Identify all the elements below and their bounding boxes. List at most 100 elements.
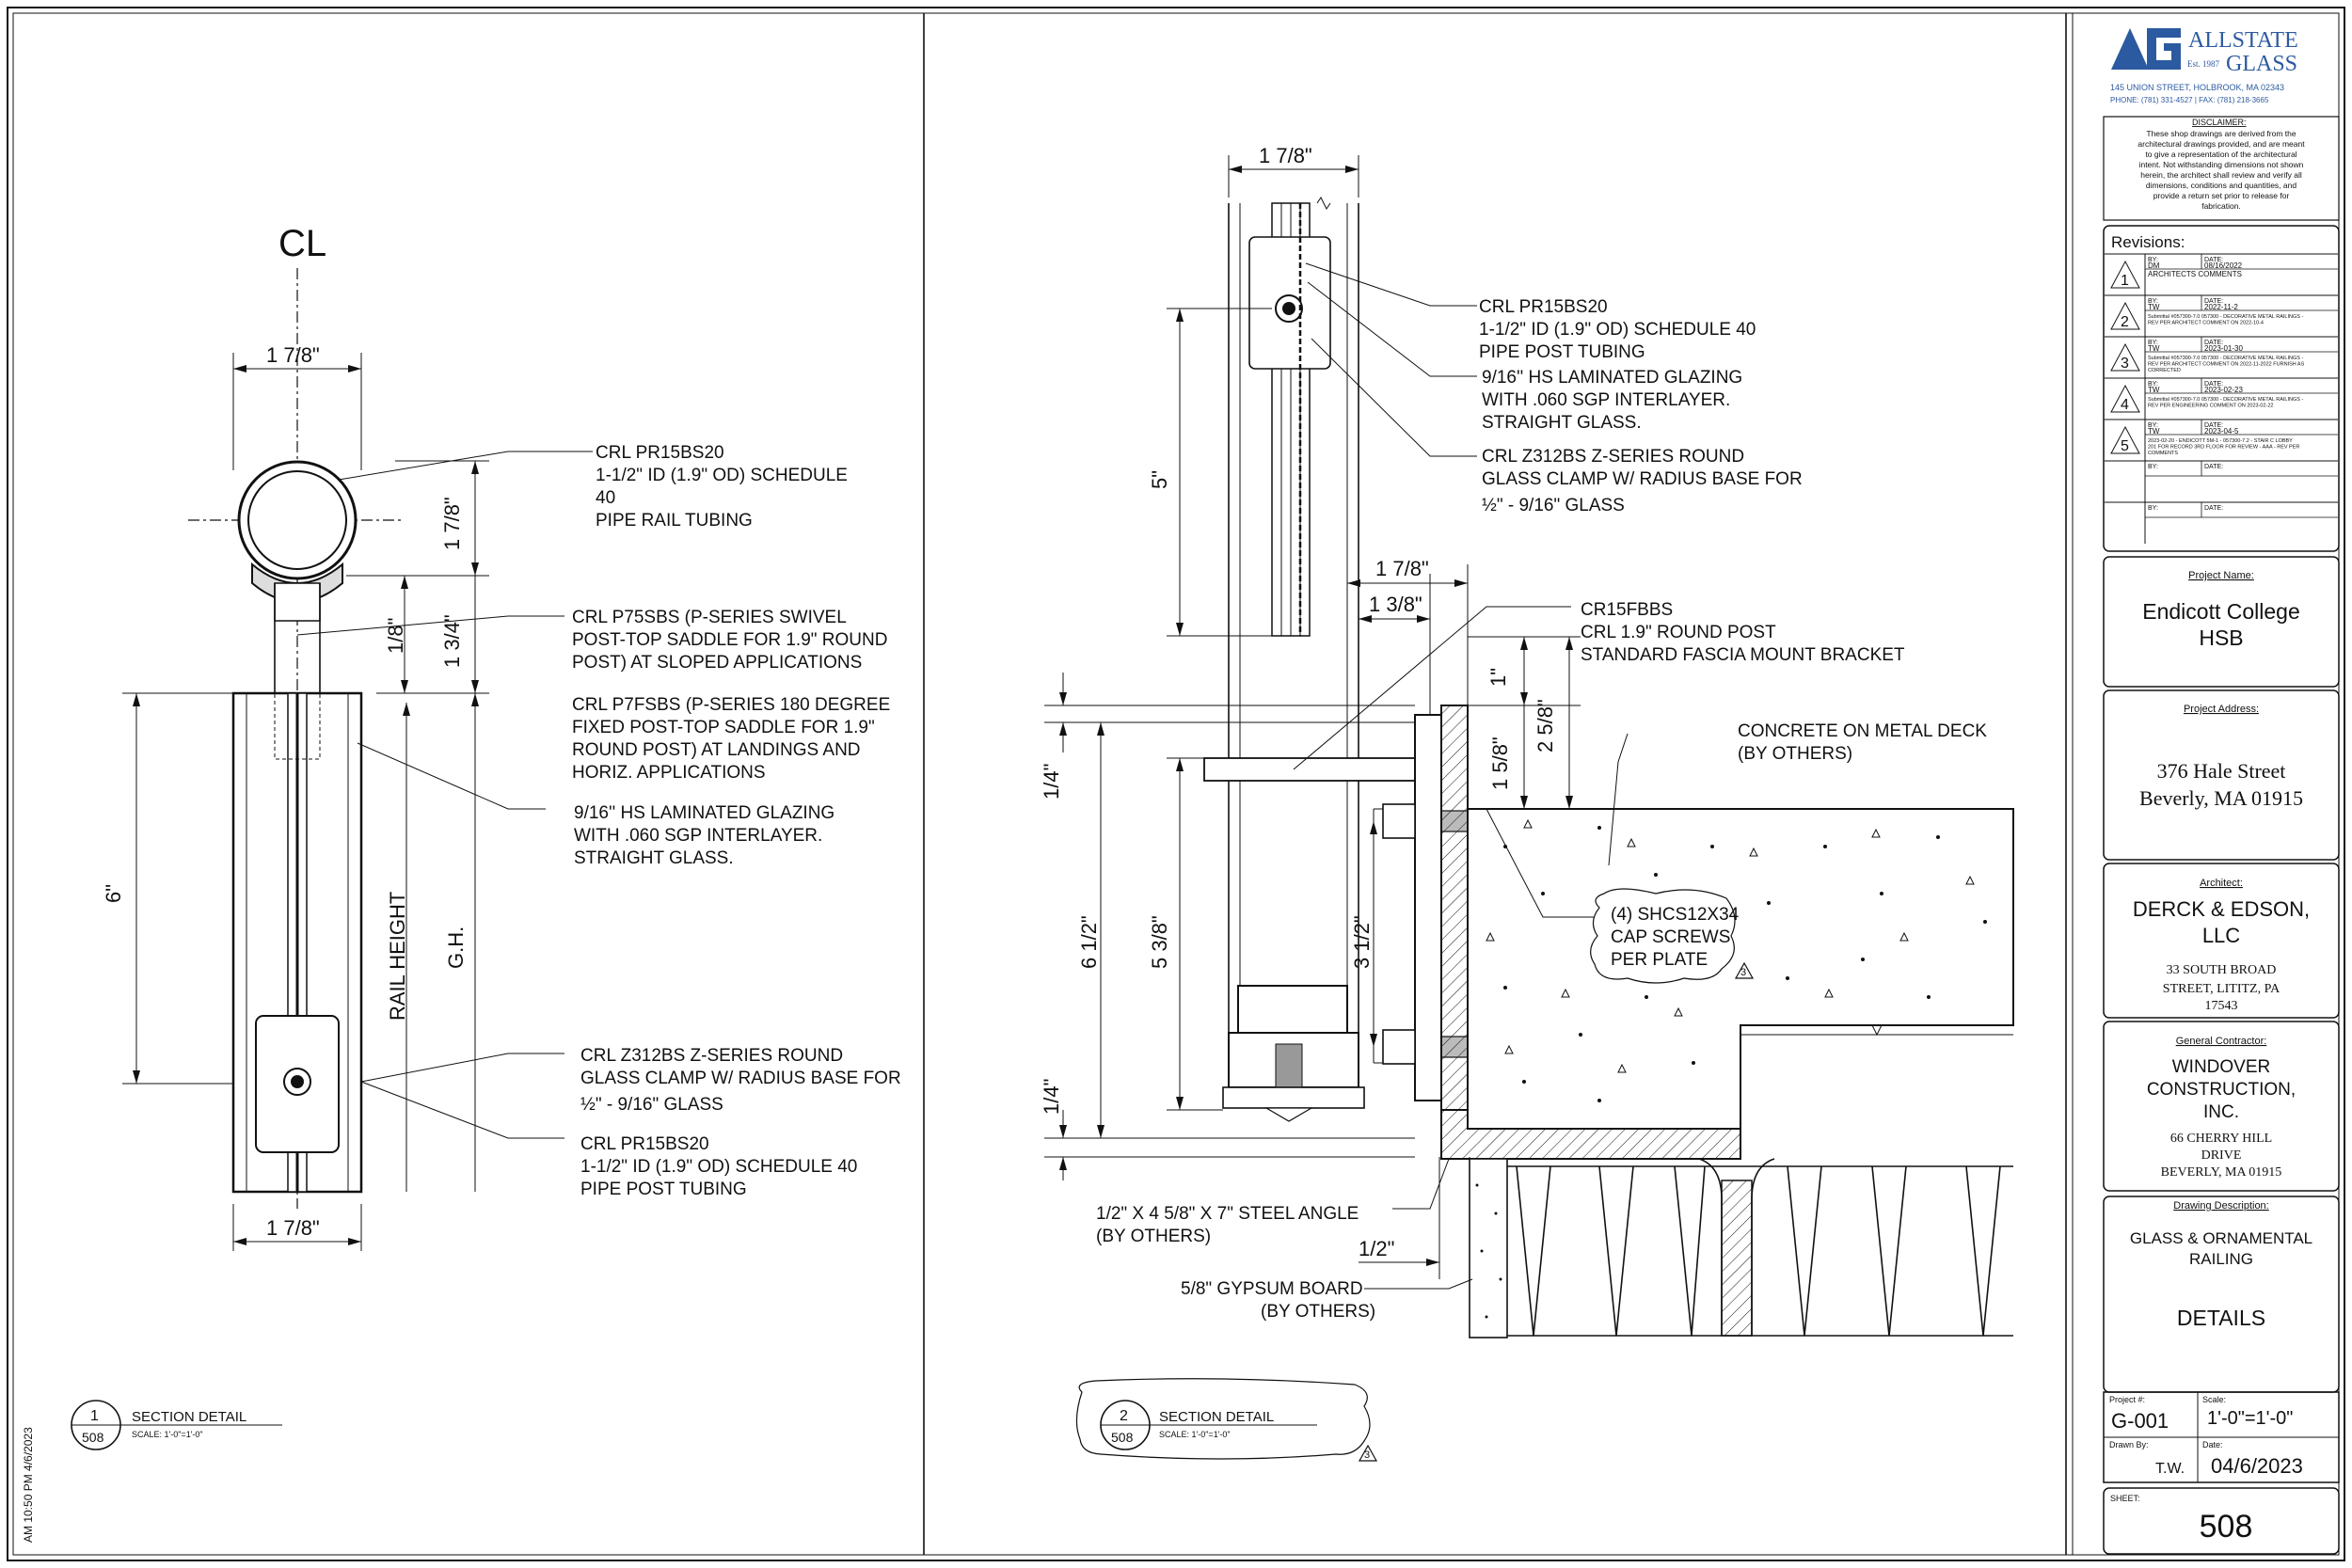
disclaimer-box <box>2103 116 2340 221</box>
d2-dim-6-1-2: 6 1/2" <box>1077 915 1101 969</box>
d1-note-glass-clamp: CRL Z312BS Z-SERIES ROUND GLASS CLAMP W/… <box>580 1046 906 1115</box>
revision-by-label: BY: <box>2148 381 2158 388</box>
svg-text:These shop drawings are derive: These shop drawings are derived from the <box>2146 129 2296 138</box>
revision-by: TW <box>2148 386 2160 394</box>
d2-dim-2-5-8: 2 5/8" <box>1534 699 1557 752</box>
revision-date-label: DATE: <box>2204 505 2223 512</box>
sheet-box <box>2103 1487 2340 1555</box>
contractor-name-2: CONSTRUCTION, <box>2147 1080 2296 1100</box>
revision-note: CORRECTED <box>2148 368 2181 373</box>
detail-1-section: CL 1 7/8" 1 7/8" 1/8" 1 3/4" <box>22 223 906 1543</box>
revision-note: REV PER ARCHITECT COMMENT ON 2022-10-4 <box>2148 321 2264 326</box>
revision-note: Submittal #057300-7.0 057300 - DECORATIV… <box>2148 314 2303 320</box>
d2-dim-1-2: 1/2" <box>1359 1237 1394 1260</box>
detail-2-tag-number: 2 <box>1120 1408 1128 1424</box>
d2-metal-deck <box>1505 1165 2013 1337</box>
revision-number: 3 <box>2121 356 2129 372</box>
plot-stamp: AM 10:50 PM 4/6/2023 <box>22 1427 35 1543</box>
description-2: RAILING <box>2189 1250 2253 1268</box>
drawn-by: T.W. <box>2155 1461 2185 1477</box>
detail-2-scale: SCALE: 1'-0"=1'-0" <box>1159 1430 1231 1439</box>
svg-text:3: 3 <box>1364 1449 1370 1461</box>
d2-dim-1-5-8: 1 5/8" <box>1488 736 1512 790</box>
logo-g-mark <box>2147 28 2181 70</box>
sheet-number: 508 <box>2200 1509 2253 1544</box>
contractor-name-3: INC. <box>2203 1102 2239 1122</box>
d2-bolt-top <box>1382 803 1416 839</box>
dim-6-inch: 6" <box>102 884 125 903</box>
revision-date-label: DATE: <box>2204 381 2223 388</box>
dim-1-8: 1/8" <box>384 618 407 654</box>
architect-addr-1: 33 SOUTH BROAD <box>2167 963 2277 977</box>
description-1: GLASS & ORNAMENTAL <box>2130 1229 2312 1247</box>
d2-dim-1-7-8: 1 7/8" <box>1375 557 1429 580</box>
d2-dim-5-3-8: 5 3/8" <box>1148 915 1171 969</box>
svg-text:fabrication.: fabrication. <box>2201 201 2241 211</box>
svg-text:architectural drawings provide: architectural drawings provided, and are… <box>2137 139 2305 149</box>
architect-label: Architect: <box>2200 878 2243 889</box>
d2-dim-1-4-bot: 1/4" <box>1040 1079 1063 1115</box>
d2-note-post-tubing: CRL PR15BS20 1-1/2" ID (1.9" OD) SCHEDUL… <box>1479 297 1761 362</box>
revision-note: REV PER ARCHITECT COMMENT ON 2022-11-202… <box>2148 362 2305 368</box>
sheet-label: SHEET: <box>2110 1494 2140 1503</box>
company-name-1: ALLSTATE <box>2188 28 2298 53</box>
d1-note-swivel-saddle: CRL P75SBS (P-SERIES SWIVEL POST-TOP SAD… <box>572 608 893 673</box>
scale-value: 1'-0"=1'-0" <box>2207 1408 2293 1429</box>
dim-glass-height: G.H. <box>444 927 468 969</box>
dim-bottom-width: 1 7/8" <box>266 1216 320 1240</box>
architect-name-2: LLC <box>2202 924 2240 947</box>
revision-by: TW <box>2148 303 2160 311</box>
d2-dim-5: 5" <box>1148 470 1171 489</box>
detail-1-tag-number: 1 <box>90 1408 99 1424</box>
svg-text:intent. Not withstanding dimen: intent. Not withstanding dimensions not … <box>2139 160 2304 169</box>
revision-date: 2023-01-30 <box>2204 344 2243 353</box>
d2-steel-angle <box>1440 705 1741 1160</box>
revision-note: Submittal #057300-7.0 057300 - DECORATIV… <box>2148 397 2303 403</box>
project-name-2: HSB <box>2199 626 2243 650</box>
contractor-addr-3: BEVERLY, MA 01915 <box>2161 1165 2282 1180</box>
d2-note-steel-angle: 1/2" X 4 5/8" X 7" STEEL ANGLE (BY OTHER… <box>1096 1204 1364 1246</box>
project-name-box <box>2103 556 2340 688</box>
description-box <box>2103 1196 2340 1393</box>
d2-dim-1-4-top: 1/4" <box>1040 764 1063 800</box>
revision-date: 2023-04-5 <box>2204 427 2239 436</box>
d2-note-cap-screws: (4) SHCS12X34 CAP SCREWS PER PLATE <box>1611 905 1744 970</box>
dim-top-width: 1 7/8" <box>266 343 320 367</box>
revision-triangle <box>2110 384 2140 413</box>
detail-1-tag-sheet: 508 <box>82 1430 104 1445</box>
detail-2-title: SECTION DETAIL <box>1159 1409 1274 1425</box>
architect-box <box>2103 863 2340 1019</box>
dim-1-3-4: 1 3/4" <box>440 614 464 668</box>
d1-note-glazing: 9/16'' HS LAMINATED GLAZING WITH .060 SG… <box>574 803 839 868</box>
revision-date-label: DATE: <box>2204 298 2223 305</box>
scale-label: Scale: <box>2202 1395 2226 1404</box>
detail-1-scale: SCALE: 1'-0"=1'-0" <box>132 1430 203 1439</box>
d2-dim-3-1-2: 3 1/2" <box>1350 915 1374 969</box>
project-name-label: Project Name: <box>2188 570 2254 581</box>
concrete-aggregate <box>1503 826 1987 1102</box>
revision-note: REV PER ENGINEERING COMMENT ON 2023-02-2… <box>2148 404 2273 409</box>
d2-dim-1-3-8: 1 3/8" <box>1369 593 1422 616</box>
revision-note: 201 FOR RECORD 3RD FLOOR FOR REVIEW - AA… <box>2148 445 2299 451</box>
contractor-name-1: WINDOVER <box>2172 1057 2271 1077</box>
revision-by-label: BY: <box>2148 340 2158 346</box>
d2-dim-1: 1" <box>1486 668 1510 687</box>
revision-number: 2 <box>2121 314 2129 330</box>
description-3: DETAILS <box>2177 1306 2265 1330</box>
revision-by-label: BY: <box>2148 505 2158 512</box>
dim-rail-tube-height: 1 7/8" <box>440 497 464 550</box>
d1-note-rail-tubing: CRL PR15BS20 1-1/2" ID (1.9" OD) SCHEDUL… <box>596 443 852 531</box>
company-address: 145 UNION STREET, HOLBROOK, MA 02343 <box>2110 83 2284 92</box>
project-address-1: 376 Hale Street <box>2157 759 2286 783</box>
svg-text:3: 3 <box>1740 967 1746 978</box>
d1-note-fixed-saddle: CRL P7FSBS (P-SERIES 180 DEGREE FIXED PO… <box>572 695 896 783</box>
project-address-2: Beverly, MA 01915 <box>2139 786 2303 810</box>
date-label: Date: <box>2202 1440 2223 1449</box>
revisions-title: Revisions: <box>2111 233 2185 251</box>
svg-text:herein, the architect shall re: herein, the architect shall review and v… <box>2140 170 2302 180</box>
project-num: G-001 <box>2111 1409 2169 1433</box>
d2-revision-cloud <box>1590 888 1736 984</box>
d2-dim-top: 1 7/8" <box>1259 144 1312 167</box>
